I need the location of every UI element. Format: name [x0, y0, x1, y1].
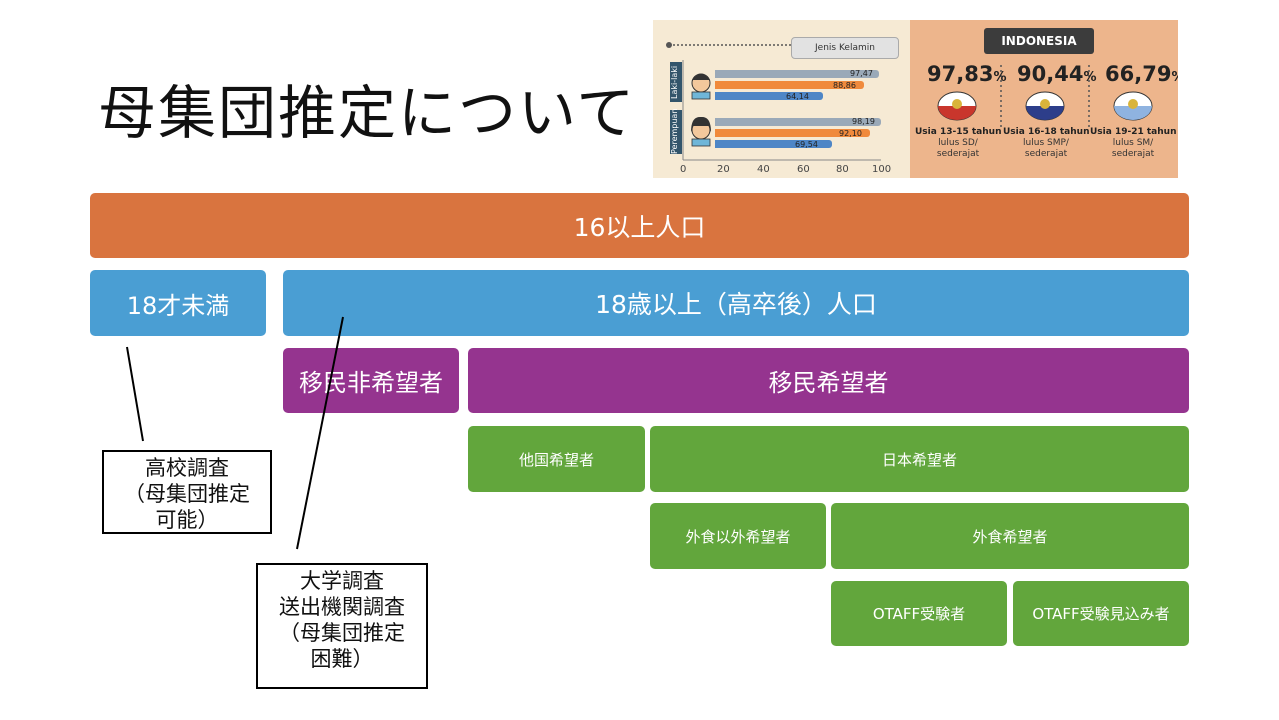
value-male-3: 64,14	[786, 92, 809, 101]
box-japan: 日本希望者	[650, 426, 1189, 492]
axis-tick: 100	[872, 164, 892, 175]
stat-percent-1: 97,83%	[927, 62, 1007, 86]
value-female-1: 98,19	[852, 117, 875, 126]
box-otaff-examinees: OTAFF受験者	[831, 581, 1007, 646]
value-male-1: 97,47	[850, 69, 873, 78]
box-non-food-service: 外食以外希望者	[650, 503, 826, 569]
axis-tick: 0	[680, 164, 687, 175]
bar-female-2	[715, 129, 870, 137]
box-over-18: 18歳以上（高卒後）人口	[283, 270, 1189, 336]
value-female-2: 92,10	[839, 129, 862, 138]
axis-tick: 40	[757, 164, 770, 175]
box-migrant: 移民希望者	[468, 348, 1189, 413]
box-under-18: 18才未満	[90, 270, 266, 336]
value-female-3: 69,54	[795, 140, 818, 149]
page-title: 母集団推定について	[98, 79, 637, 147]
axis-tick: 80	[836, 164, 849, 175]
box-other-country: 他国希望者	[468, 426, 645, 492]
indonesia-education-infographic: Jenis Kelamin INDONESIA Laki-laki Peremp…	[653, 20, 1178, 178]
value-male-2: 88,86	[833, 81, 856, 90]
bar-female-3	[715, 140, 832, 148]
note-university-survey: 大学調査 送出機関調査 （母集団推定 困難）	[256, 563, 428, 689]
box-population-16plus: 16以上人口	[90, 193, 1189, 258]
bar-male-3	[715, 92, 823, 100]
bar-male-1	[715, 70, 879, 78]
box-otaff-prospects: OTAFF受験見込み者	[1013, 581, 1189, 646]
infographic-graphics	[666, 42, 1153, 161]
bar-female-1	[715, 118, 881, 126]
legend-label: Jenis Kelamin	[791, 37, 899, 59]
axis-tick: 60	[797, 164, 810, 175]
bar-male-2	[715, 81, 864, 89]
axis-tick: 20	[717, 164, 730, 175]
box-food-service: 外食希望者	[831, 503, 1189, 569]
stat-percent-2: 90,44%	[1017, 62, 1097, 86]
country-label: INDONESIA	[984, 28, 1094, 54]
box-non-migrant: 移民非希望者	[283, 348, 459, 413]
note-highschool-survey: 高校調査 （母集団推定 可能）	[102, 450, 272, 534]
stat-percent-3: 66,79%	[1105, 62, 1178, 86]
